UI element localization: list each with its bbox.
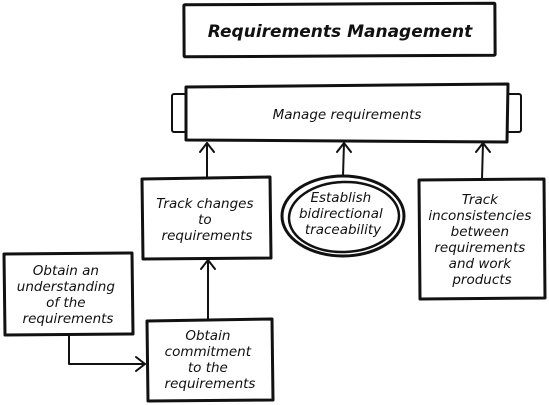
arrow-track-changes-to-manage xyxy=(199,142,215,178)
arrow-understanding-to-commitment xyxy=(68,334,146,372)
manage-requirements-label: Manage requirements xyxy=(273,107,422,123)
bidirectional-line-3: traceability xyxy=(305,222,382,238)
obtain-understanding-label: Obtain an understanding of the requireme… xyxy=(17,263,119,327)
inconsistencies-line-1: Track xyxy=(462,192,499,208)
arrow-commitment-to-track-changes xyxy=(200,259,216,320)
title-box: Requirements Management xyxy=(182,1,497,59)
track-inconsistencies-label: Track inconsistencies between requiremen… xyxy=(428,192,535,288)
inconsistencies-line-6: products xyxy=(451,272,511,288)
arrow-inconsistencies-to-manage xyxy=(475,142,491,180)
arrow-bidirectional-to-manage xyxy=(336,142,352,177)
bidirectional-line-2: bidirectional xyxy=(299,206,383,222)
track-changes-line-2: to xyxy=(198,212,212,228)
obtain-understanding-node: Obtain an understanding of the requireme… xyxy=(2,251,135,337)
obtain-commitment-node: Obtain commitment to the requirements xyxy=(145,317,275,403)
track-inconsistencies-node: Track inconsistencies between requiremen… xyxy=(417,177,547,301)
commitment-line-3: to the xyxy=(188,360,228,376)
understanding-line-2: understanding xyxy=(17,279,116,295)
track-changes-label: Track changes to requirements xyxy=(156,196,258,244)
inconsistencies-line-3: between xyxy=(451,224,509,240)
inconsistencies-line-2: inconsistencies xyxy=(428,208,531,224)
understanding-line-1: Obtain an xyxy=(33,263,99,279)
bidirectional-line-1: Establish xyxy=(310,190,371,206)
inconsistencies-line-5: and work xyxy=(449,256,513,272)
understanding-line-3: of the xyxy=(46,295,85,311)
diagram-title: Requirements Management xyxy=(208,22,473,42)
track-changes-line-1: Track changes xyxy=(156,196,253,212)
manage-requirements-node: Manage requirements xyxy=(171,82,522,144)
track-changes-node: Track changes to requirements xyxy=(140,175,273,261)
inconsistencies-line-4: requirements xyxy=(434,240,525,256)
commitment-line-1: Obtain xyxy=(185,328,230,344)
bidirectional-traceability-node: Establish bidirectional traceability xyxy=(280,174,406,258)
obtain-commitment-label: Obtain commitment to the requirements xyxy=(165,328,256,392)
bidirectional-traceability-label: Establish bidirectional traceability xyxy=(299,190,387,238)
track-changes-line-3: requirements xyxy=(162,228,253,244)
commitment-line-4: requirements xyxy=(165,376,256,392)
commitment-line-2: commitment xyxy=(165,344,252,360)
understanding-line-4: requirements xyxy=(23,311,114,327)
